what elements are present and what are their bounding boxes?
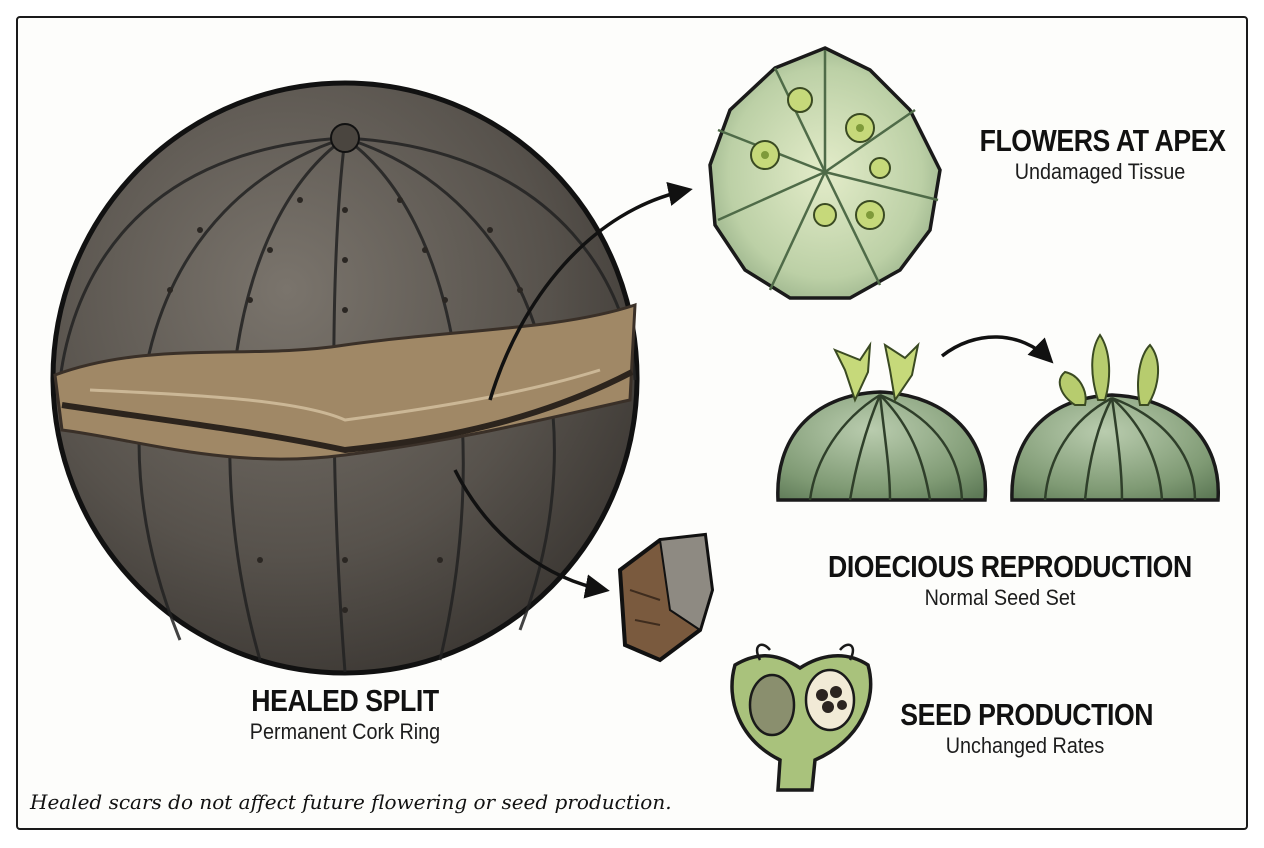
- healed-split-title: HEALED SPLIT: [251, 683, 439, 718]
- dioecious-label: DIOECIOUS REPRODUCTION Normal Seed Set: [800, 550, 1200, 612]
- cork-fragment-illustration: [617, 532, 715, 663]
- flowers-apex-label: FLOWERS AT APEX Undamaged Tissue: [960, 124, 1240, 186]
- seed-production-label: SEED PRODUCTION Unchanged Rates: [880, 698, 1170, 760]
- arrows: [453, 181, 1054, 599]
- cactus-apex-flowers-illustration: [708, 46, 942, 300]
- flowers-apex-subtitle: Undamaged Tissue: [1014, 159, 1186, 184]
- dioecious-title: DIOECIOUS REPRODUCTION: [828, 549, 1192, 584]
- seed-production-subtitle: Unchanged Rates: [945, 733, 1105, 758]
- male-cactus-illustration: [776, 341, 988, 502]
- arrow-to-cork: [453, 469, 610, 599]
- healed-split-subtitle: Permanent Cork Ring: [249, 719, 441, 744]
- arrow-to-flowers: [488, 181, 693, 401]
- female-cactus-illustration: [1010, 333, 1220, 502]
- healed-split-label: HEALED SPLIT Permanent Cork Ring: [195, 684, 495, 746]
- dioecious-subtitle: Normal Seed Set: [924, 585, 1076, 610]
- arrow-to-female: [940, 335, 1054, 364]
- split-cactus-illustration: [50, 80, 640, 676]
- footnote-caption: Healed scars do not affect future flower…: [30, 790, 672, 814]
- seed-capsule-illustration: [730, 643, 873, 792]
- seed-production-title: SEED PRODUCTION: [900, 697, 1154, 732]
- flowers-apex-title: FLOWERS AT APEX: [979, 123, 1226, 158]
